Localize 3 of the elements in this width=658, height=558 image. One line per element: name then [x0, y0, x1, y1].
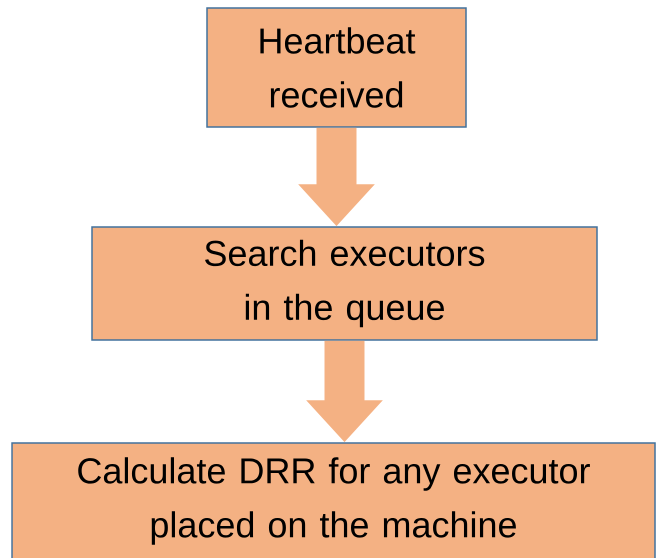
process-box: Calculate DRR for any executor placed on the machine	[11, 442, 656, 558]
process-box: Heartbeat received	[206, 7, 467, 128]
process-box: Search executors in the queue	[91, 226, 598, 341]
